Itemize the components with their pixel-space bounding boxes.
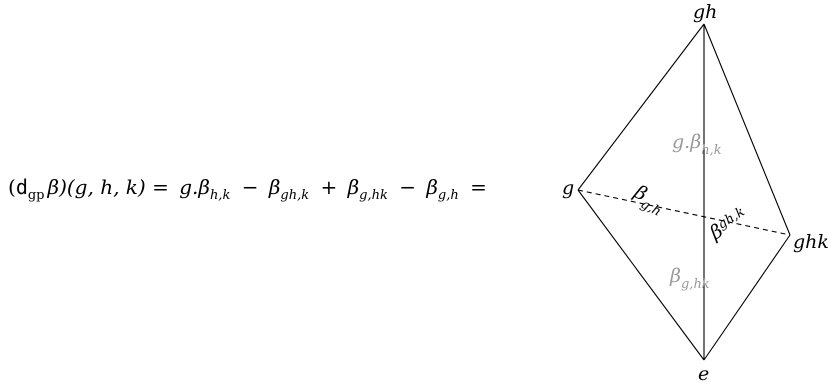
face-back-lower-label: βg,hk <box>669 265 710 292</box>
tetrahedron-edges <box>577 23 791 361</box>
term1-prefix: g. <box>179 175 198 199</box>
face-back-upper-sub: h,k <box>701 143 722 158</box>
edge-gh-g <box>577 23 705 191</box>
term4-sub: g,h <box>438 188 459 203</box>
face-front-right-label: βgh,k <box>705 204 751 244</box>
term2-beta: β <box>268 175 281 199</box>
face-back-lower-beta: β <box>669 265 681 287</box>
vertex-right-label: ghk <box>793 231 829 253</box>
term1-beta: β <box>197 175 210 199</box>
minus-1: − <box>242 175 259 199</box>
term4-beta: β <box>425 175 438 199</box>
plus: + <box>320 175 337 199</box>
face-back-lower-sub: g,hk <box>681 277 710 292</box>
edge-gh-ghk <box>703 23 791 236</box>
term1-sub: h,k <box>210 188 231 203</box>
vertex-labels: gh g ghk e <box>562 1 829 385</box>
edge-g-e <box>577 189 705 361</box>
vertex-left-label: g <box>562 177 574 199</box>
lhs-args: )(g, h, k) = <box>58 175 169 199</box>
minus-2: − <box>399 175 416 199</box>
face-back-upper-beta: β <box>689 131 701 153</box>
edge-g-ghk-dashed <box>577 189 791 236</box>
vertex-bottom-label: e <box>698 363 709 385</box>
face-front-right-sub: gh,k <box>715 204 747 232</box>
face-front-left-label: βg,h <box>627 181 669 220</box>
term3-sub: g,hk <box>359 188 388 203</box>
equals: = <box>470 175 487 199</box>
face-back-upper-label: g.βh,k <box>672 131 722 158</box>
term3-beta: β <box>347 175 360 199</box>
face-back-upper-prefix: g. <box>672 131 690 153</box>
edge-ghk-e <box>703 234 791 361</box>
term2-sub: gh,k <box>280 188 309 203</box>
face-labels: g.βh,k βg,h βgh,k βg,hk <box>627 131 751 292</box>
lhs-beta: β <box>47 175 60 199</box>
lhs-d-sub: gp <box>28 188 45 203</box>
vertex-top-label: gh <box>693 1 717 23</box>
lhs-d: d <box>16 175 28 199</box>
lhs-paren-open: ( <box>8 175 16 199</box>
